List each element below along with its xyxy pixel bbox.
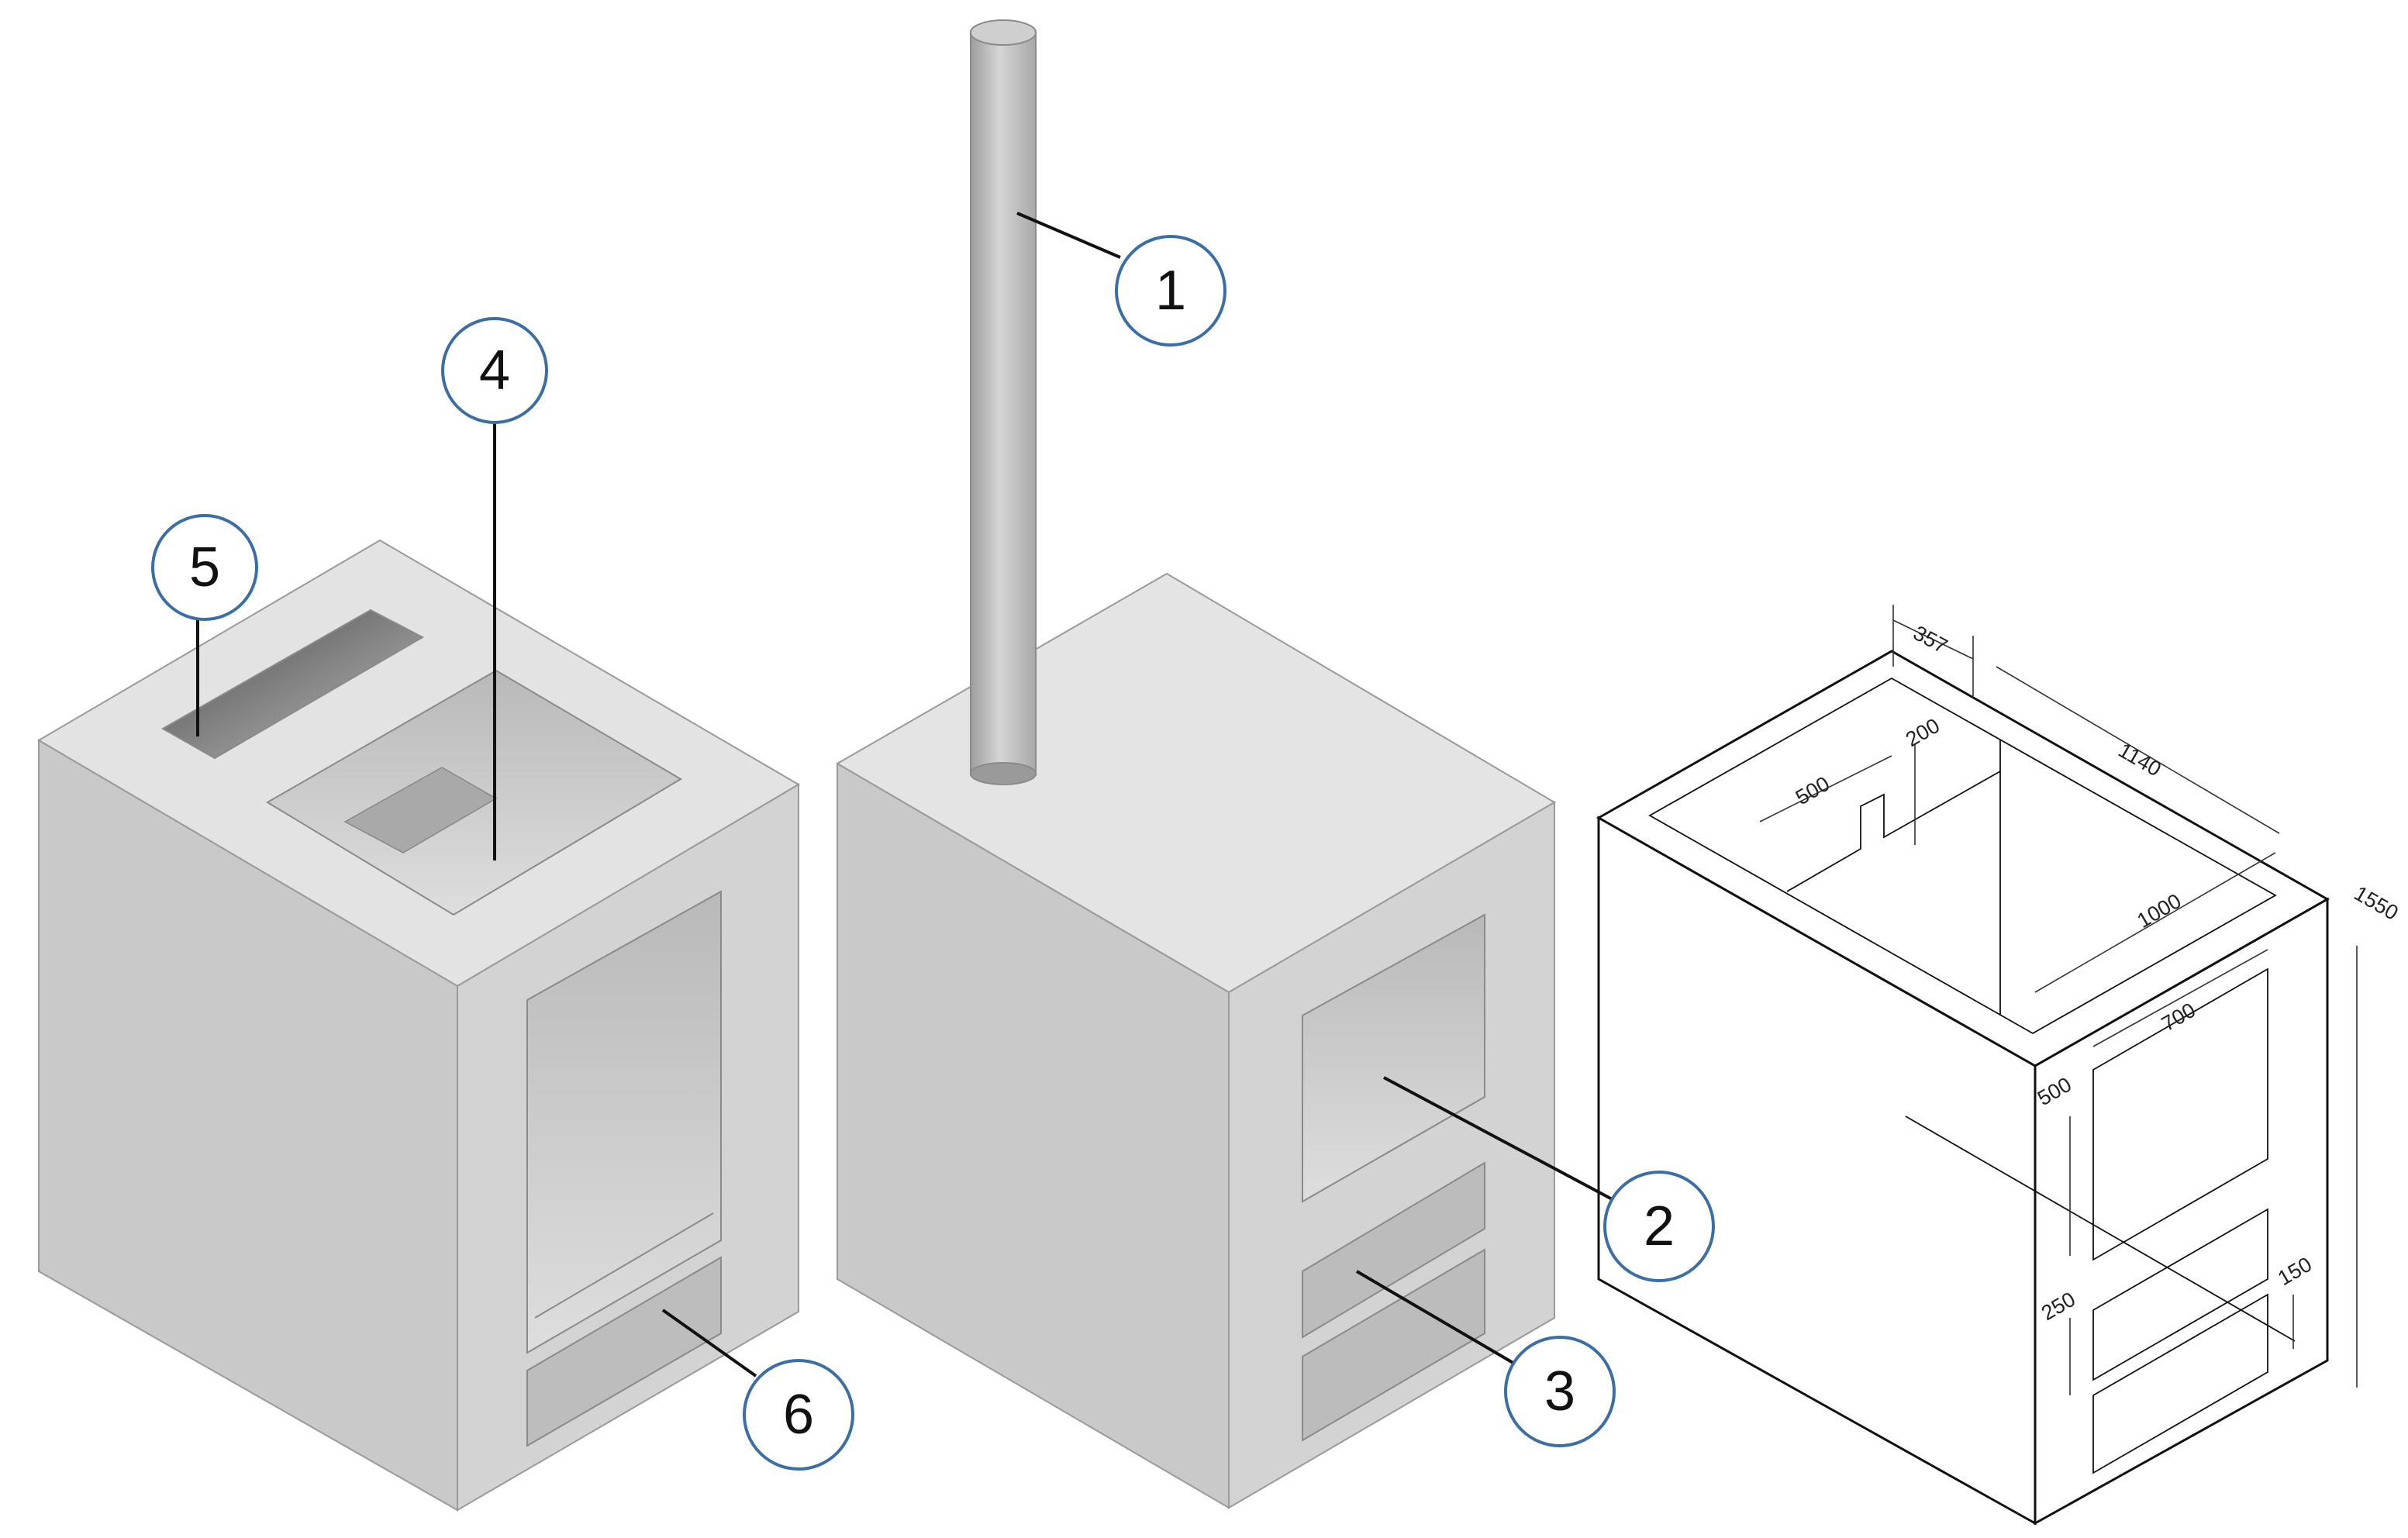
callout-6: 6	[743, 1359, 854, 1471]
middle-front-opening-top	[1302, 913, 1485, 1203]
callout-5-label: 5	[189, 536, 220, 598]
chimney-top-rim	[970, 19, 1037, 46]
callout-2-label: 2	[1644, 1195, 1675, 1257]
right-top-inner-opening	[1648, 677, 2277, 1035]
middle-front-opening-bottom	[1302, 1248, 1485, 1442]
callout-3-label: 3	[1544, 1360, 1575, 1422]
leader-6	[661, 1309, 757, 1378]
right-front-opening-bottom	[2092, 1293, 2268, 1474]
middle-front-opening-mid	[1302, 1161, 1485, 1339]
dim-357: 357	[1909, 621, 1951, 658]
right-front-opening-upper	[2092, 967, 2268, 1261]
callout-3: 3	[1504, 1336, 1616, 1447]
leader-1	[1016, 212, 1121, 259]
middle-oven-model	[836, 19, 1556, 1509]
callout-4: 4	[441, 317, 548, 424]
right-right-face	[2034, 897, 2329, 1526]
left-top-slot	[160, 609, 425, 760]
leader-2	[1383, 1076, 1617, 1203]
callout-4-label: 4	[479, 340, 510, 402]
dim-1140: 1140	[2114, 738, 2165, 781]
dim-1550: 1550	[2350, 881, 2402, 925]
callout-6-label: 6	[783, 1384, 814, 1446]
chimney	[970, 30, 1037, 776]
callout-2: 2	[1603, 1171, 1715, 1282]
left-oven-model	[37, 539, 800, 1512]
left-front-opening-lower	[526, 1256, 722, 1447]
callout-1: 1	[1115, 235, 1226, 347]
callout-1-label: 1	[1155, 260, 1186, 322]
right-inner-step	[1786, 771, 2001, 892]
callout-5: 5	[151, 514, 258, 621]
chimney-base	[970, 762, 1037, 785]
right-dimension-drawing	[1596, 605, 2358, 1526]
leader-3	[1355, 1270, 1517, 1366]
right-front-opening-lower	[2092, 1208, 2268, 1381]
